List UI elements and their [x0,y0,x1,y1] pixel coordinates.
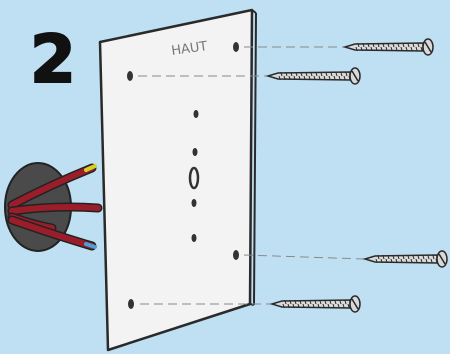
yellow-wire-tip [84,164,97,172]
screw-4 [269,295,361,313]
screw-2 [265,67,361,85]
center-holes [188,110,200,242]
mounting-hole-bottom-right [233,250,239,260]
electrical-wires [7,163,103,251]
screw-guide-lines [138,46,366,305]
screw-3 [362,250,448,268]
screw-1 [342,38,434,56]
step-number: 2 [30,21,76,98]
plate-label-haut: HAUT [170,39,208,59]
center-slot [188,166,200,190]
mounting-hole-bottom-left [128,299,134,309]
blue-wire-tip [84,242,97,249]
mounting-plate: HAUT [98,8,257,352]
wall-box-with-wires [4,162,103,252]
mounting-hole-top-right [233,42,239,52]
mounting-hole-top-left [127,71,133,81]
